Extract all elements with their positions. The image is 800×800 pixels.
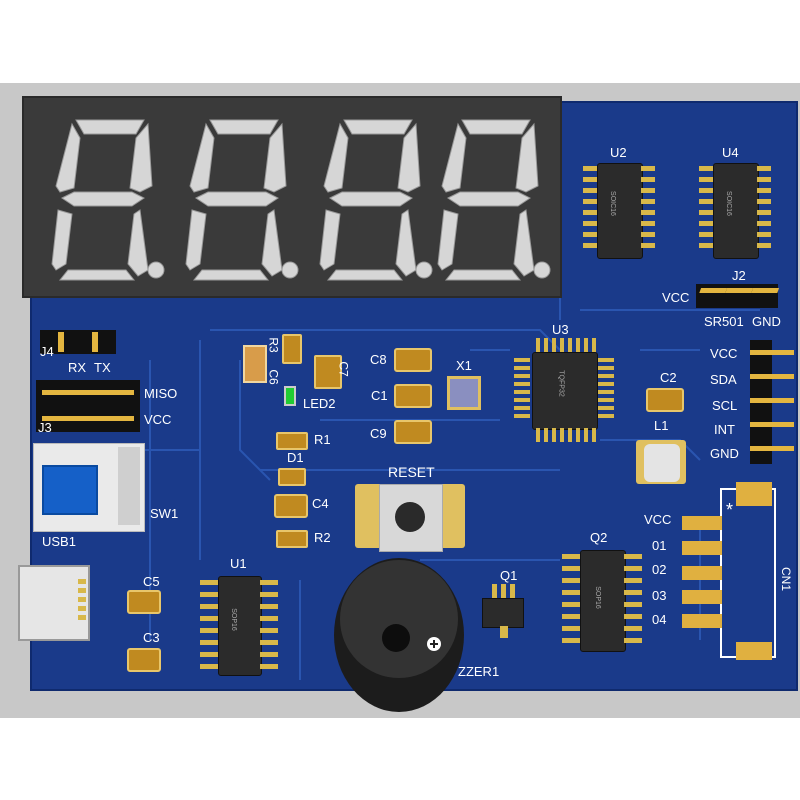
label-r-sda: SDA bbox=[710, 372, 737, 387]
label-sr501: SR501 bbox=[704, 314, 744, 329]
chip-q2 bbox=[580, 550, 626, 652]
label-vcc-left: VCC bbox=[144, 412, 172, 427]
chip-q2-pins bbox=[562, 554, 642, 643]
label-j2-vcc: VCC bbox=[662, 290, 690, 305]
capacitor-c3 bbox=[127, 648, 161, 672]
header-j3-pins bbox=[42, 390, 134, 421]
label-sw1: SW1 bbox=[150, 506, 179, 521]
label-r-vcc: VCC bbox=[710, 346, 738, 361]
chip-u3-pins bbox=[514, 338, 614, 442]
label-c3: C3 bbox=[143, 630, 160, 645]
chip-u2-pins bbox=[583, 166, 655, 248]
capacitor-c1 bbox=[394, 384, 432, 408]
label-u2: U2 bbox=[610, 145, 627, 160]
label-usb1: USB1 bbox=[42, 534, 76, 549]
label-r-scl: SCL bbox=[712, 398, 738, 413]
label-cn1: CN1 bbox=[779, 566, 794, 592]
chip-u2 bbox=[597, 163, 643, 259]
switch-sw1-side bbox=[118, 447, 140, 525]
digit-2 bbox=[185, 119, 299, 281]
label-r-int: INT bbox=[714, 422, 735, 437]
buzzer-top bbox=[340, 560, 458, 678]
digit-1 bbox=[51, 119, 165, 281]
header-j4 bbox=[40, 330, 116, 354]
capacitor-c5 bbox=[127, 590, 161, 614]
connector-cn1-pins bbox=[682, 516, 722, 628]
chip-u1 bbox=[218, 576, 262, 676]
crystal-x1 bbox=[447, 376, 481, 410]
label-cn-02: 02 bbox=[652, 562, 667, 577]
label-j3: J3 bbox=[38, 420, 52, 435]
label-u3: U3 bbox=[552, 322, 569, 337]
label-cn-01: 01 bbox=[652, 538, 667, 553]
switch-sw1-knob[interactable] bbox=[42, 465, 98, 515]
label-c5: C5 bbox=[143, 574, 160, 589]
label-q2: Q2 bbox=[590, 530, 608, 545]
label-led2: LED2 bbox=[303, 396, 336, 411]
chip-u4-pins bbox=[699, 166, 771, 248]
label-miso: MISO bbox=[144, 386, 178, 401]
label-buzzer: ZZER1 bbox=[458, 664, 500, 679]
display-digits bbox=[51, 119, 551, 281]
inductor-l1 bbox=[644, 444, 680, 482]
capacitor-c9 bbox=[394, 420, 432, 444]
reset-button[interactable] bbox=[395, 502, 425, 532]
transistor-q1-pins bbox=[492, 584, 515, 638]
label-q1: Q1 bbox=[500, 568, 518, 583]
label-r1: R1 bbox=[314, 432, 331, 447]
resistor-r3 bbox=[282, 334, 302, 364]
header-right-pins bbox=[750, 350, 794, 451]
label-r-gnd: GND bbox=[710, 446, 739, 461]
label-r3: R3 bbox=[266, 337, 281, 353]
header-j4-pins bbox=[58, 332, 98, 352]
label-rx: RX bbox=[68, 360, 87, 375]
capacitor-c6 bbox=[243, 345, 267, 383]
label-j2: J2 bbox=[732, 268, 746, 283]
label-c7: C7 bbox=[336, 361, 351, 377]
digit-4 bbox=[437, 119, 551, 281]
digit-3 bbox=[319, 119, 433, 281]
connector-cn1-pad-top bbox=[736, 482, 772, 506]
usb-pins bbox=[78, 579, 86, 620]
label-cn-03: 03 bbox=[652, 588, 667, 603]
label-u4: U4 bbox=[722, 145, 739, 160]
label-c8: C8 bbox=[370, 352, 387, 367]
label-j4: J4 bbox=[40, 344, 54, 359]
buzzer-plus-icon bbox=[427, 637, 441, 651]
label-tx: TX bbox=[94, 360, 111, 375]
label-c2: C2 bbox=[660, 370, 677, 385]
chip-u3 bbox=[532, 352, 598, 430]
connector-cn1-pad-bottom bbox=[736, 642, 772, 660]
header-j3 bbox=[36, 380, 140, 432]
label-c4: C4 bbox=[312, 496, 329, 511]
label-d1: D1 bbox=[287, 450, 304, 465]
usb-connector bbox=[18, 565, 90, 641]
label-cn1-star: * bbox=[726, 500, 734, 520]
transistor-q1 bbox=[482, 598, 524, 628]
label-x1: X1 bbox=[456, 358, 472, 373]
label-c6: C6 bbox=[266, 369, 281, 385]
label-u1: U1 bbox=[230, 556, 247, 571]
label-cn-vcc: VCC bbox=[644, 512, 672, 527]
chip-u1-pins bbox=[200, 580, 278, 669]
capacitor-c2 bbox=[646, 388, 684, 412]
label-c1: C1 bbox=[371, 388, 388, 403]
label-l1: L1 bbox=[654, 418, 669, 433]
label-c9: C9 bbox=[370, 426, 387, 441]
label-reset: RESET bbox=[388, 464, 435, 480]
capacitor-c7 bbox=[314, 355, 342, 389]
capacitor-c8 bbox=[394, 348, 432, 372]
chip-u4 bbox=[713, 163, 759, 259]
header-j2-pins bbox=[699, 288, 780, 293]
label-j2-gnd: GND bbox=[752, 314, 781, 329]
label-cn-04: 04 bbox=[652, 612, 667, 627]
label-r2: R2 bbox=[314, 530, 331, 545]
led2 bbox=[284, 386, 296, 406]
diode-d1 bbox=[278, 468, 306, 486]
resistor-r1 bbox=[276, 432, 308, 450]
capacitor-c4 bbox=[274, 494, 308, 518]
buzzer-hole bbox=[382, 624, 410, 652]
resistor-r2 bbox=[276, 530, 308, 548]
